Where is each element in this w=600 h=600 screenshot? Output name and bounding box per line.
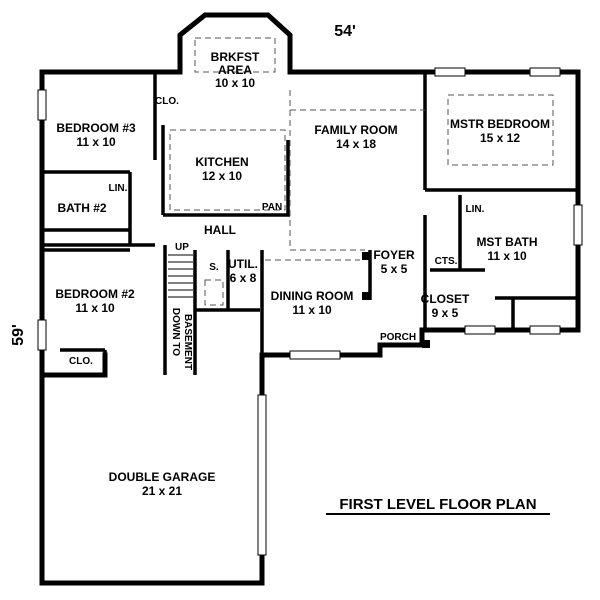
bedroom3-size: 11 x 10 (76, 135, 116, 149)
linen-bath2-label: LIN. (109, 183, 128, 194)
hall-label: HALL (204, 223, 236, 237)
basement-label: BASEMENT (182, 314, 193, 370)
pantry-label: PAN (262, 202, 282, 213)
foyer-label: FOYER (373, 248, 415, 262)
brkfst-size: 10 x 10 (215, 76, 255, 90)
closet-size: 9 x 5 (432, 306, 459, 320)
mst-bath-size: 11 x 10 (487, 249, 527, 263)
porch-post (422, 340, 430, 348)
closet-label: CLOSET (421, 292, 470, 306)
garage-size: 21 x 21 (142, 484, 182, 498)
brkfst-label: BRKFST (211, 50, 260, 64)
bath2-label: BATH #2 (57, 201, 106, 215)
interior-walls (42, 72, 578, 375)
foyer-size: 5 x 5 (381, 262, 408, 276)
depth-dimension: 59' (10, 324, 27, 346)
cts-label: CTS. (435, 256, 458, 267)
mstr-bedroom-size: 15 x 12 (480, 131, 520, 145)
util-label: UTIL. (228, 257, 258, 271)
down-to-label: DOWN TO (170, 308, 181, 356)
brkfst-label-2: AREA (218, 63, 252, 77)
bedroom3-label: BEDROOM #3 (56, 121, 136, 135)
family-room-label: FAMILY ROOM (314, 123, 397, 137)
bedroom2-size: 11 x 10 (75, 301, 115, 315)
windows (37, 67, 583, 556)
garage-label: DOUBLE GARAGE (109, 470, 216, 484)
stairs-up-label: UP (175, 242, 189, 253)
storage-label: S. (209, 262, 219, 273)
foyer-post (362, 252, 370, 260)
family-room-size: 14 x 18 (336, 137, 376, 151)
bedroom2-label: BEDROOM #2 (55, 287, 135, 301)
dining-room-size: 11 x 10 (292, 303, 332, 317)
util-size: 6 x 8 (230, 271, 257, 285)
closet-bottom-label: CLO. (69, 356, 93, 367)
kitchen-size: 12 x 10 (202, 169, 242, 183)
porch-label: PORCH (380, 332, 416, 343)
kitchen-label: KITCHEN (195, 155, 248, 169)
width-dimension: 54' (334, 23, 356, 40)
linen-mst-label: LIN. (466, 204, 485, 215)
plan-title: FIRST LEVEL FLOOR PLAN (339, 496, 536, 513)
ceiling-lines (169, 37, 554, 306)
closet-top-label: CLO. (155, 96, 179, 107)
mst-bath-label: MST BATH (476, 235, 537, 249)
staircase[interactable] (168, 254, 193, 298)
foyer-post (362, 292, 370, 300)
mstr-bedroom-label: MSTR BEDROOM (450, 117, 550, 131)
dining-room-label: DINING ROOM (271, 289, 354, 303)
